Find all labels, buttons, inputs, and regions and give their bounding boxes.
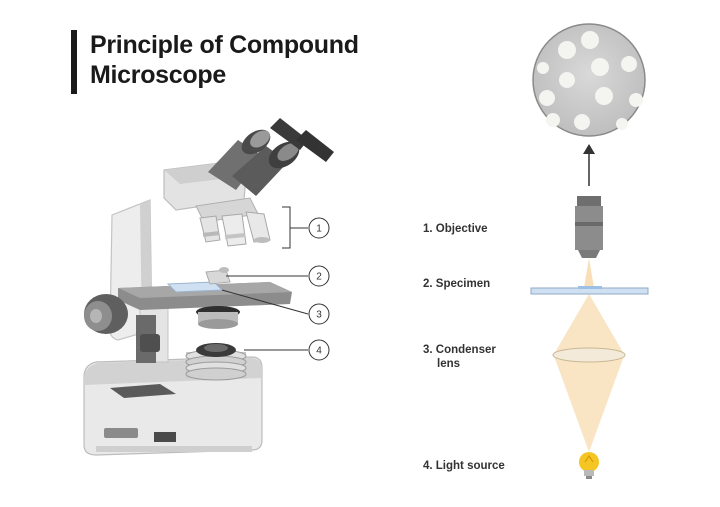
cell-10 xyxy=(546,113,560,127)
light-lens-inner xyxy=(204,344,228,352)
base-switch xyxy=(154,432,176,442)
condenser-lens xyxy=(552,347,626,363)
cell-2 xyxy=(581,31,599,49)
bulb-glow xyxy=(579,452,599,472)
step-label-objective-text: 1. Objective xyxy=(423,223,488,235)
cell-6 xyxy=(595,87,613,105)
objective-lens-1-band xyxy=(202,231,220,237)
fine-focus-knob xyxy=(140,334,160,352)
cell-4 xyxy=(559,72,575,88)
callout-circle-4 xyxy=(308,339,330,361)
cell-3 xyxy=(591,58,609,76)
callout-circle-2 xyxy=(308,265,330,287)
step-label-objective: 1. Objective xyxy=(423,222,488,236)
cells-in-view xyxy=(537,31,643,130)
step-label-condenser-text-2: lens xyxy=(437,358,461,370)
step-label-light-source-text: 4. Light source xyxy=(423,460,505,472)
base-front-strip xyxy=(96,446,252,452)
condenser-bottom xyxy=(198,319,238,329)
cell-5 xyxy=(539,90,555,106)
cell-12 xyxy=(537,62,549,74)
cell-8 xyxy=(629,93,643,107)
leader-lines xyxy=(221,206,309,351)
cell-9 xyxy=(574,114,590,130)
callout-number-1: 1 xyxy=(316,224,322,235)
step-label-condenser: 3. Condenser lens xyxy=(423,343,496,371)
step-label-specimen-text: 2. Specimen xyxy=(423,278,491,290)
light-ring-4 xyxy=(185,367,247,381)
objective-lens-2-band xyxy=(224,232,246,240)
base-slot xyxy=(104,428,138,438)
bulb-filament xyxy=(584,455,594,463)
objective-lens-3-tip xyxy=(254,237,270,243)
leader-line-3 xyxy=(221,289,309,315)
objective-barrel xyxy=(577,196,601,206)
objective-lenses xyxy=(199,211,271,247)
stage-clip-knob xyxy=(219,267,229,273)
eyepiece-grip-right xyxy=(296,130,334,162)
cell-7 xyxy=(621,56,637,72)
objective-tip xyxy=(578,250,600,258)
callout-circle-3 xyxy=(308,303,330,325)
light-beam-cone-top xyxy=(554,294,624,354)
objective-bracket xyxy=(282,206,291,249)
light-beam-cone-bottom xyxy=(554,356,624,452)
title-line-1: Principle of Compound xyxy=(90,31,359,59)
eyepiece-left-rim xyxy=(250,130,270,148)
callout-markers: 1 2 3 4 xyxy=(308,217,330,361)
cell-1 xyxy=(558,41,576,59)
objective-body xyxy=(575,206,603,250)
image-arrow-head xyxy=(583,144,595,154)
step-label-condenser-text: 3. Condenser xyxy=(423,344,496,356)
callout-circle-1 xyxy=(308,217,330,239)
page-title: Principle of Compound Microscope xyxy=(90,30,359,90)
objective-band xyxy=(575,222,603,226)
coarse-focus-knob-center xyxy=(90,309,102,323)
callout-number-4: 4 xyxy=(316,346,322,357)
callout-number-2: 2 xyxy=(316,272,322,283)
objective-lens-2 xyxy=(221,213,247,247)
step-label-light-source: 4. Light source xyxy=(423,459,505,473)
base-dark-panel xyxy=(110,384,176,398)
bulb-base-tip xyxy=(586,476,592,479)
bulb-base xyxy=(584,470,594,476)
callout-number-3: 3 xyxy=(316,310,322,321)
specimen-sample xyxy=(578,286,602,289)
microscope-illustration xyxy=(83,118,334,456)
title-line-2: Microscope xyxy=(90,61,226,89)
eyepiece-right-rim xyxy=(277,143,299,161)
light-beam-upper xyxy=(583,258,595,294)
title-accent-bar xyxy=(71,30,77,94)
cell-11 xyxy=(616,118,628,130)
principle-schematic xyxy=(530,23,649,479)
objective-lens-1 xyxy=(199,215,221,243)
eyepiece-grip-left xyxy=(270,118,308,150)
step-label-specimen: 2. Specimen xyxy=(423,277,490,291)
